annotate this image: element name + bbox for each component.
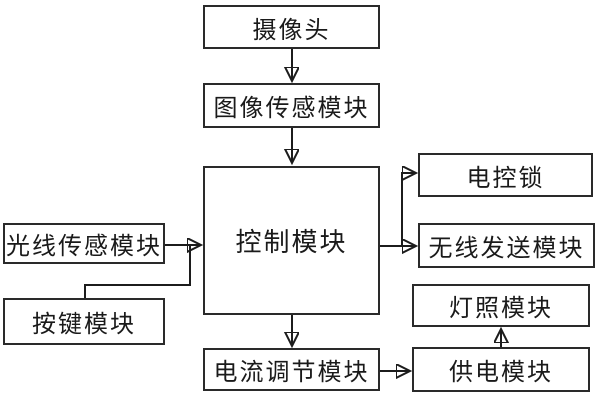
node-lamp-label: 灯照模块 (449, 296, 553, 322)
node-current-regulator-label: 电流调节模块 (213, 360, 370, 386)
node-control-label: 控制模块 (235, 228, 348, 257)
node-control: 控制模块 (203, 166, 380, 315)
node-button: 按键模块 (3, 298, 165, 345)
edge-button-to-control (84, 245, 191, 298)
node-camera-label: 摄像头 (252, 17, 331, 44)
node-image-sensor: 图像传感模块 (203, 83, 380, 128)
node-current-regulator: 电流调节模块 (203, 348, 380, 391)
node-power-supply-label: 供电模块 (449, 360, 553, 386)
node-wireless-transmitter: 无线发送模块 (418, 223, 595, 268)
edge-control-to-lock (380, 173, 415, 247)
node-power-supply: 供电模块 (412, 347, 590, 392)
node-light-sensor: 光线传感模块 (3, 223, 165, 264)
node-lamp: 灯照模块 (412, 284, 590, 327)
node-electric-lock-label: 电控锁 (466, 165, 545, 192)
node-light-sensor-label: 光线传感模块 (6, 234, 162, 260)
node-wireless-transmitter-label: 无线发送模块 (428, 236, 585, 262)
node-camera: 摄像头 (203, 5, 380, 49)
node-button-label: 按键模块 (32, 312, 136, 338)
node-electric-lock: 电控锁 (418, 153, 593, 197)
node-image-sensor-label: 图像传感模块 (213, 96, 370, 122)
